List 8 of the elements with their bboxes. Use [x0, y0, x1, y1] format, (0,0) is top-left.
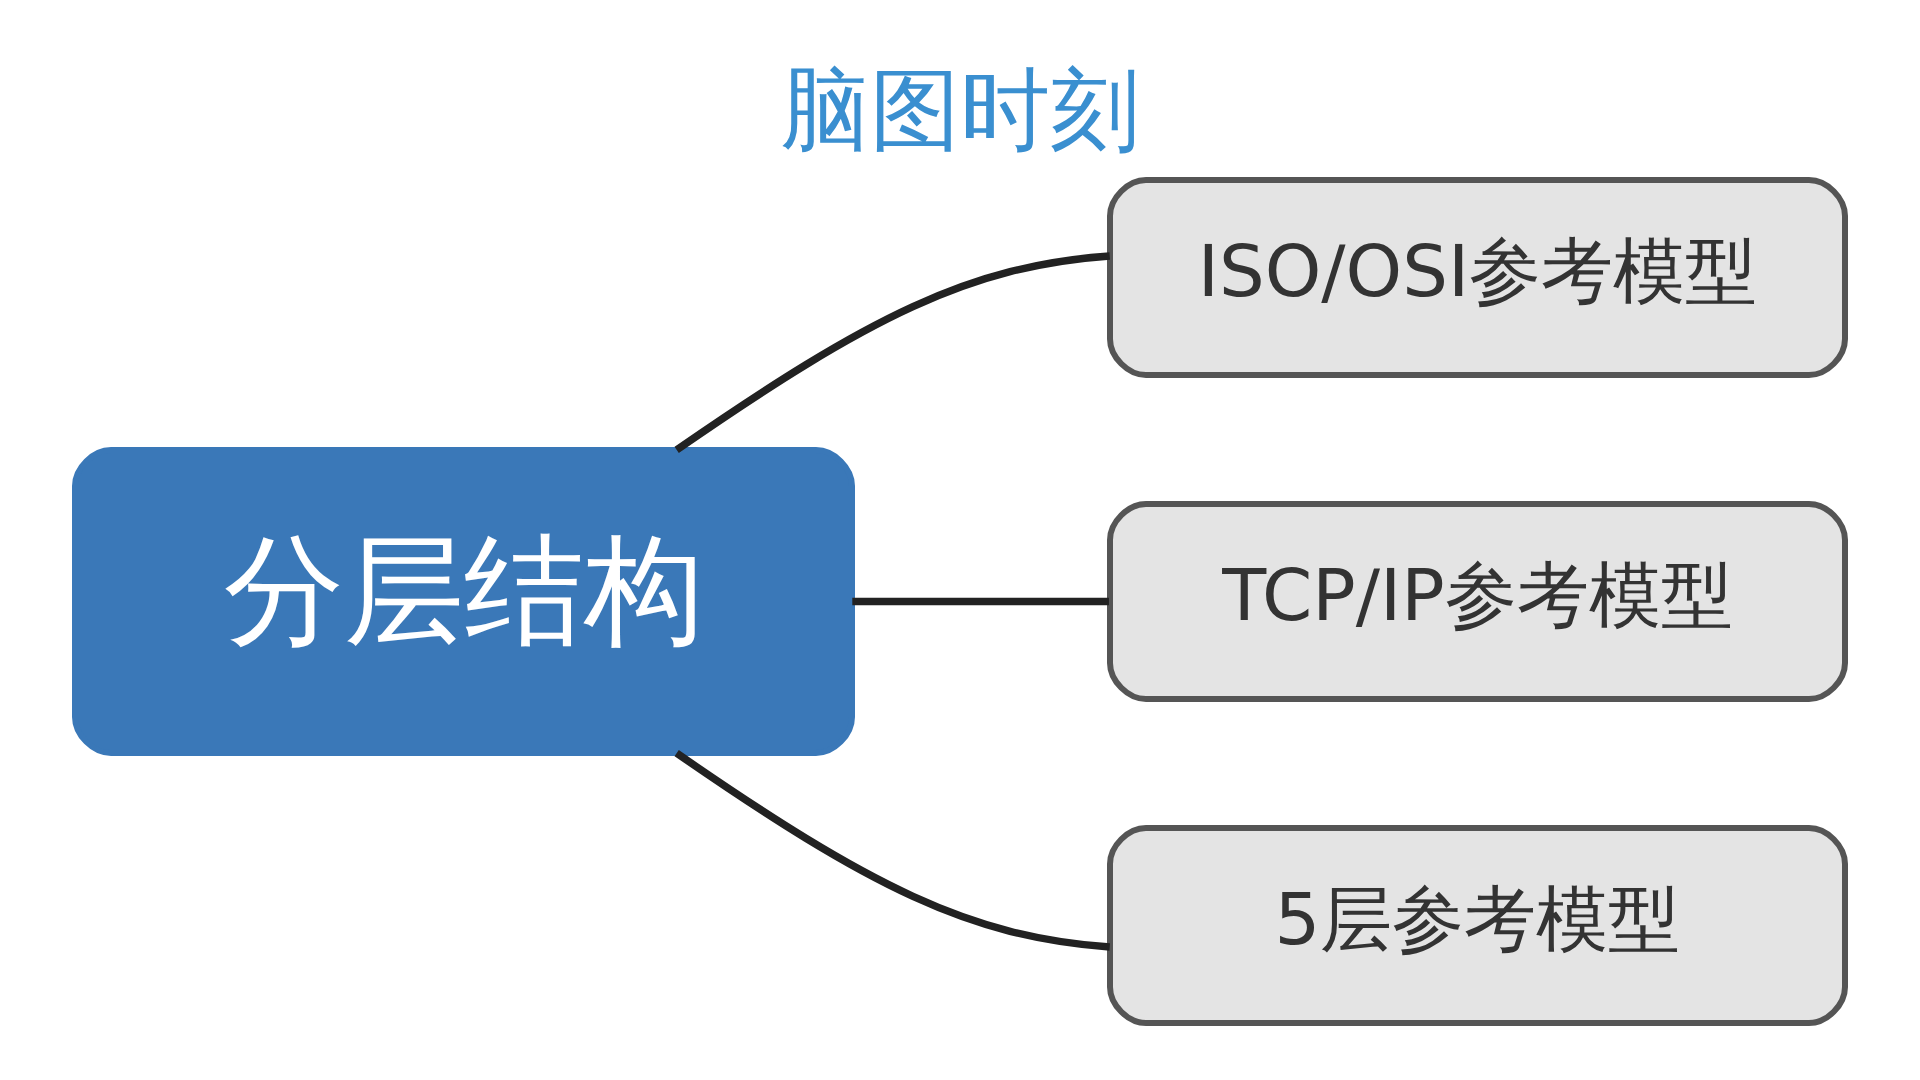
node-box: TCP/IP参考模型 [1107, 501, 1848, 702]
connector [674, 750, 1111, 951]
node-box: ISO/OSI参考模型 [1107, 177, 1848, 378]
diagram-title: 脑图时刻 [780, 57, 1140, 162]
connector [674, 252, 1111, 453]
node-box: 5层参考模型 [1107, 825, 1848, 1026]
node-box: 分层结构 [72, 447, 855, 756]
connector [852, 597, 1109, 606]
